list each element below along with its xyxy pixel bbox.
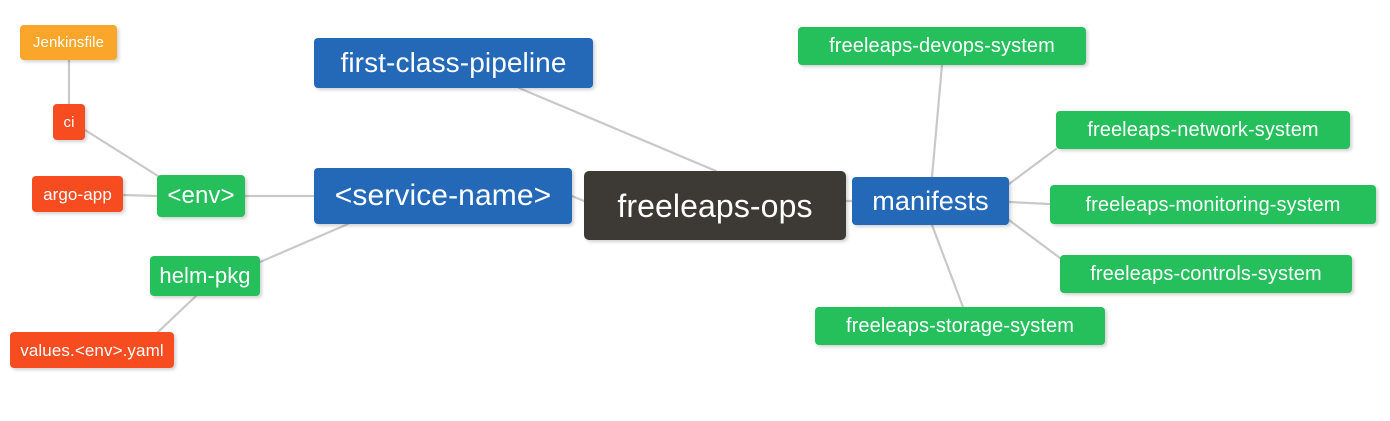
node-manifests[interactable]: manifests	[852, 177, 1009, 225]
node-env[interactable]: <env>	[157, 175, 245, 217]
node-helm-pkg[interactable]: helm-pkg	[150, 256, 260, 296]
node-monitoring-system[interactable]: freeleaps-monitoring-system	[1050, 185, 1376, 224]
edge-service-name-to-freeleaps-ops	[570, 194, 586, 203]
node-network-system[interactable]: freeleaps-network-system	[1056, 111, 1350, 149]
node-devops-system[interactable]: freeleaps-devops-system	[798, 27, 1086, 65]
edge-helm-pkg-to-service-name	[258, 222, 350, 264]
edge-first-class-to-freeleaps-ops	[517, 86, 718, 173]
edge-manifests-to-devops-system	[930, 63, 944, 179]
node-jenkinsfile[interactable]: Jenkinsfile	[20, 25, 117, 60]
node-service-name[interactable]: <service-name>	[314, 168, 572, 224]
edge-manifests-to-controls-system	[1007, 218, 1062, 260]
node-argo-app[interactable]: argo-app	[32, 176, 123, 212]
edge-values-yaml-to-helm-pkg	[156, 294, 198, 334]
edge-manifests-to-storage-system	[930, 223, 965, 309]
node-storage-system[interactable]: freeleaps-storage-system	[815, 307, 1105, 345]
edge-manifests-to-network-system	[1007, 147, 1058, 186]
node-ci[interactable]: ci	[53, 104, 85, 140]
edge-ci-to-env	[83, 128, 160, 178]
edge-manifests-to-monitoring-system	[1007, 200, 1052, 206]
node-controls-system[interactable]: freeleaps-controls-system	[1060, 255, 1352, 293]
node-first-class[interactable]: first-class-pipeline	[314, 38, 593, 88]
node-values-yaml[interactable]: values.<env>.yaml	[10, 332, 174, 368]
edge-argo-app-to-env	[121, 193, 160, 198]
node-freeleaps-ops[interactable]: freeleaps-ops	[584, 171, 846, 240]
